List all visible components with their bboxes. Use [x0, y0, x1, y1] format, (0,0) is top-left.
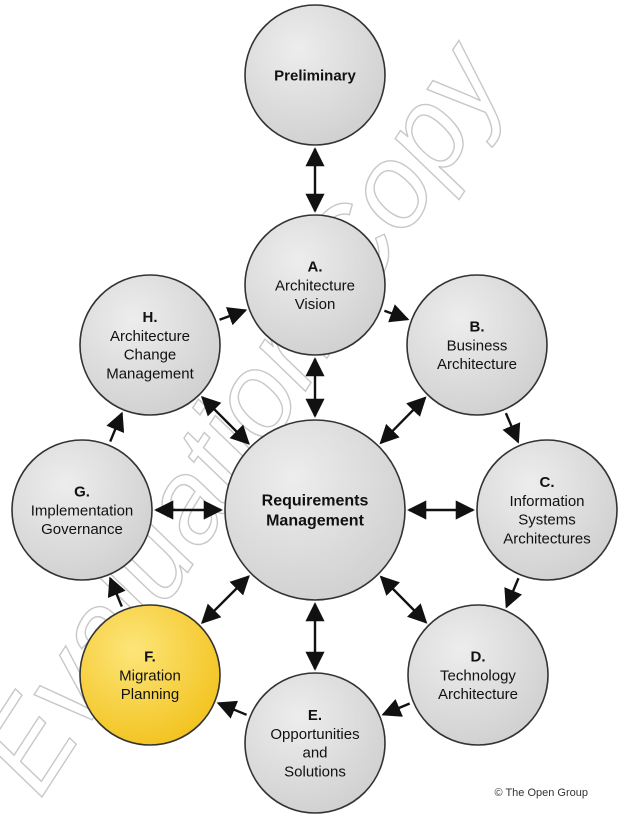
phase-e-label-line: and	[302, 745, 327, 762]
phase-c-label-line: Information	[509, 493, 584, 510]
phase-a-label-line: A.	[308, 259, 323, 276]
phase-preliminary: Preliminary	[244, 4, 386, 146]
phase-g-circle	[11, 439, 153, 581]
arrow-a-b	[383, 304, 410, 323]
phase-f-label-line: Migration	[119, 667, 181, 684]
phase-c-label-line: Architectures	[503, 530, 591, 547]
phase-b-label-line: Business	[447, 337, 508, 354]
phase-h-circle	[79, 274, 221, 416]
phase-h-label-line: H.	[143, 309, 158, 326]
arrow-rm-b	[379, 396, 427, 445]
arrow-c-d	[504, 577, 523, 609]
arrow-d-e	[381, 698, 411, 717]
phase-c-circle	[476, 439, 618, 581]
phase-d-circle	[407, 604, 549, 746]
phase-b-circle	[406, 274, 548, 416]
copyright-notice: © The Open Group	[494, 787, 588, 799]
phase-e-circle	[244, 672, 386, 814]
arrow-f-g	[107, 576, 126, 608]
arrow-e-f	[216, 700, 248, 719]
arrow-rm-d	[379, 575, 428, 624]
phase-h-label-line: Management	[106, 365, 194, 382]
phases: PreliminaryA.ArchitectureVisionB.Busines…	[11, 4, 618, 814]
phase-g-label-line: G.	[74, 484, 90, 501]
phase-b-label-line: Architecture	[437, 356, 517, 373]
connectors	[106, 147, 523, 719]
phase-d-label-line: Architecture	[438, 686, 518, 703]
arrow-b-c	[502, 412, 521, 444]
phase-d-label-line: D.	[471, 649, 486, 666]
phase-a-label-line: Vision	[295, 296, 336, 313]
phase-a-label-line: Architecture	[275, 277, 355, 294]
arrow-rm-f	[200, 575, 250, 625]
phase-e-label-line: Opportunities	[270, 726, 359, 743]
phase-c-label-line: C.	[540, 474, 555, 491]
phase-a-circle	[244, 214, 386, 356]
phase-preliminary-label-line: Preliminary	[274, 67, 356, 84]
arrow-rm-h	[200, 395, 250, 445]
arrow-h-a	[219, 307, 248, 326]
phase-h-label-line: Change	[124, 347, 177, 364]
phase-h-label-line: Architecture	[110, 328, 190, 345]
phase-f-circle	[79, 604, 221, 746]
phase-g-label-line: Governance	[41, 521, 123, 538]
phase-b-label-line: B.	[470, 319, 485, 336]
phase-rm-circle	[224, 419, 406, 601]
phase-d-label-line: Technology	[440, 667, 516, 684]
phase-c-label-line: Systems	[518, 512, 576, 529]
phase-preliminary-circle	[244, 4, 386, 146]
phase-e-label-line: Solutions	[284, 763, 346, 780]
phase-g-label-line: Implementation	[31, 502, 134, 519]
phase-e-label-line: E.	[308, 707, 322, 724]
phase-rm-label-line: Management	[266, 513, 364, 530]
phase-rm-label-line: Requirements	[262, 493, 369, 510]
arrow-g-h	[106, 411, 125, 443]
phase-f-label-line: Planning	[121, 686, 179, 703]
phase-f-label-line: F.	[144, 649, 156, 666]
